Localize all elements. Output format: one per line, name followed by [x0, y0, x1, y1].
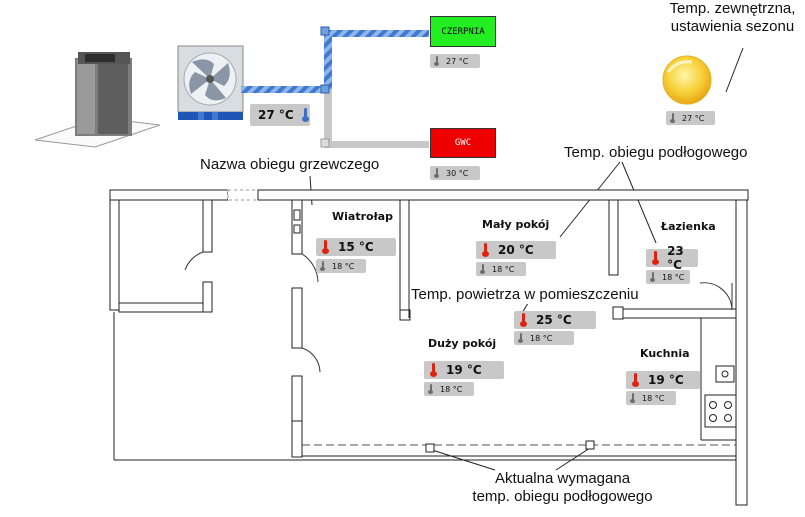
fan-unit-icon: [177, 45, 244, 120]
room-temp-value: 20 °C: [498, 243, 534, 257]
thermometer-icon: [482, 243, 489, 257]
gwc-button[interactable]: GWC: [430, 128, 496, 158]
annotation-required-temp-line2: temp. obiegu podłogowego: [472, 488, 653, 505]
annotation-room-air-temp: Temp. powietrza w pomieszczeniu: [411, 286, 639, 304]
room-setpoint-value: 18 °C: [332, 261, 355, 271]
unit-temp-chip: 27 °C: [250, 104, 310, 126]
thermometer-icon: [518, 333, 523, 343]
room-setpoint-value: 18 °C: [662, 272, 685, 282]
room-setpoint-maly-pokoj: 18 °C: [476, 262, 526, 276]
annotation-floor-circuit-temp: Temp. obiegu podłogowego: [564, 144, 748, 161]
outdoor-temp-value: 27 °C: [682, 113, 705, 123]
room-temp-value: 25 °C: [536, 313, 572, 327]
outdoor-temp-chip: 27 °C: [666, 111, 715, 125]
room-temp-lazienka[interactable]: 23 °C: [646, 244, 698, 272]
annotation-circuit-name: Nazwa obiegu grzewczego: [200, 156, 380, 173]
room-temp-value: 19 °C: [446, 363, 482, 377]
room-name-duzy-pokoj: Duży pokój: [428, 337, 497, 350]
room-temp-wiatrolap[interactable]: 15 °C: [316, 238, 396, 256]
room-setpoint-kuchnia: 18 °C: [626, 391, 676, 405]
room-name-wiatrolap: Wiatrołap: [332, 210, 393, 223]
room-temp-value: 15 °C: [338, 240, 374, 254]
room-temp-maly-pokoj[interactable]: 20 °C: [476, 241, 556, 259]
thermometer-icon: [480, 264, 485, 274]
room-temp-value: 23 °C: [667, 244, 684, 272]
gwc-temp-chip: 30 °C: [430, 166, 480, 180]
thermometer-icon: [434, 168, 439, 178]
thermometer-icon: [632, 373, 639, 387]
thermometer-icon: [520, 313, 527, 327]
intake-temp-value: 27 °C: [446, 56, 469, 66]
thermometer-icon: [670, 113, 675, 123]
room-name-kuchnia: Kuchnia: [640, 347, 690, 360]
thermometer-icon: [630, 393, 635, 403]
sun-icon: [662, 55, 712, 105]
annotation-required-temp: Aktualna wymagana temp. obiegu podłogowe…: [440, 470, 685, 506]
room-name-maly-pokoj: Mały pokój: [482, 218, 550, 231]
room-setpoint-wiatrolap: 18 °C: [316, 259, 366, 273]
room-name-lazienka: Łazienka: [661, 220, 716, 233]
room-setpoint-duzy-pokoj: 18 °C: [424, 382, 474, 396]
thermometer-icon: [652, 251, 660, 265]
thermometer-icon: [428, 384, 433, 394]
annotation-outdoor-temp: Temp. zewnętrzna, ustawienia sezonu: [669, 0, 796, 35]
room-setpoint-value: 18 °C: [440, 384, 463, 394]
intake-button[interactable]: CZERPNIA: [430, 16, 496, 47]
room-setpoint-corridor: 18 °C: [514, 331, 574, 345]
thermometer-icon: [650, 272, 655, 282]
thermometer-icon: [430, 363, 437, 377]
room-setpoint-value: 18 °C: [642, 393, 665, 403]
room-setpoint-lazienka: 18 °C: [646, 270, 690, 284]
thermometer-icon: [322, 240, 329, 254]
gwc-temp-value: 30 °C: [446, 168, 469, 178]
room-temp-duzy-pokoj[interactable]: 19 °C: [424, 361, 504, 379]
unit-temp-value: 27 °C: [258, 108, 294, 122]
recuperator-unit-icon: [34, 52, 161, 148]
annotation-required-temp-line1: Aktualna wymagana: [494, 470, 631, 487]
room-temp-value: 19 °C: [648, 373, 684, 387]
room-setpoint-value: 18 °C: [492, 264, 515, 274]
room-temp-corridor[interactable]: 25 °C: [514, 311, 596, 329]
intake-temp-chip: 27 °C: [430, 54, 480, 68]
thermometer-icon: [320, 261, 325, 271]
thermometer-icon: [301, 108, 309, 122]
thermometer-icon: [434, 56, 439, 66]
room-setpoint-value: 18 °C: [530, 333, 553, 343]
room-temp-kuchnia[interactable]: 19 °C: [626, 371, 700, 389]
